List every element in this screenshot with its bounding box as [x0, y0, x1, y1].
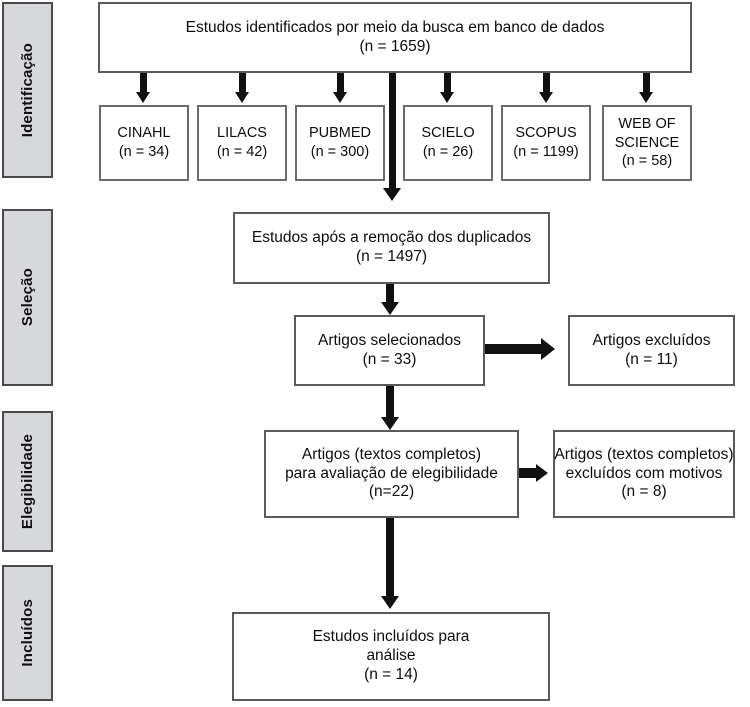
- node-database-web-of-science: WEB OF SCIENCE (n = 58): [602, 105, 692, 181]
- database-name-web-of-science-line1: WEB OF: [618, 115, 676, 132]
- node-after-duplicates-count: (n = 1497): [355, 248, 428, 265]
- arrowhead-identified-to-after-duplicates: [383, 188, 401, 201]
- node-eligibility: Artigos (textos completos) para avaliaçã…: [264, 430, 519, 518]
- node-eligibility-line2: para avaliação de elegibilidade: [285, 464, 498, 482]
- arrowhead-eligibility-to-eligibility-excluded: [536, 464, 548, 482]
- stage-label-selecao: Seleção: [19, 268, 36, 327]
- arrowhead-screened-to-eligibility: [381, 417, 399, 430]
- arrowhead-identified-to-cinahl: [136, 92, 150, 103]
- node-eligibility-excluded-line1: Artigos (textos completos): [554, 445, 734, 463]
- database-name-web-of-science-line2: SCIENCE: [614, 134, 680, 151]
- connector-eligibility-to-included: [386, 518, 394, 597]
- node-identified-count: (n = 1659): [359, 37, 431, 55]
- node-after-duplicates: Estudos após a remoção dos duplicados (n…: [233, 212, 550, 284]
- node-eligibility-excluded-line2: excluídos com motivos: [565, 464, 723, 482]
- stage-label-elegibilidade: Elegibilidade: [19, 433, 36, 530]
- stage-label-incluidos: Incluídos: [19, 599, 36, 667]
- node-included-count: (n = 14): [364, 665, 418, 683]
- node-screened-excluded-line1: Artigos excluídos: [592, 331, 711, 349]
- database-count-scopus: (n = 1199): [513, 144, 579, 160]
- node-database-lilacs: LILACS (n = 42): [197, 105, 287, 181]
- arrowhead-identified-to-scielo: [440, 92, 454, 103]
- database-name-pubmed: PUBMED: [308, 125, 372, 142]
- node-identified-line1: Estudos identificados por meio da busca …: [185, 18, 605, 36]
- node-eligibility-excluded-count: (n = 8): [621, 483, 667, 501]
- node-included: Estudos incluídos para análise (n = 14): [232, 612, 550, 701]
- node-screened-excluded-count: (n = 11): [625, 350, 678, 368]
- arrowhead-identified-to-web-of-science: [639, 92, 653, 103]
- stage-selecao: Seleção: [2, 209, 53, 386]
- arrowhead-eligibility-to-included: [381, 596, 399, 609]
- node-database-pubmed: PUBMED (n = 300): [295, 105, 385, 181]
- node-database-cinahl: CINAHL (n = 34): [99, 105, 189, 181]
- connector-identified-to-scielo: [444, 73, 451, 93]
- connector-identified-to-lilacs: [239, 73, 246, 93]
- node-included-line2: análise: [366, 647, 416, 665]
- database-count-pubmed: (n = 300): [310, 144, 370, 160]
- node-database-scopus: SCOPUS (n = 1199): [501, 105, 591, 181]
- arrowhead-identified-to-lilacs: [235, 92, 249, 103]
- arrowhead-identified-to-scopus: [539, 92, 553, 103]
- connector-identified-to-scopus: [543, 73, 550, 93]
- connector-after-duplicates-to-screened: [386, 284, 394, 303]
- connector-identified-to-pubmed: [337, 73, 344, 93]
- connector-screened-to-eligibility: [386, 386, 394, 418]
- node-screened-excluded: Artigos excluídos (n = 11): [568, 315, 735, 386]
- database-count-lilacs: (n = 42): [216, 144, 268, 160]
- connector-identified-to-web-of-science: [643, 73, 650, 93]
- database-count-cinahl: (n = 34): [118, 144, 170, 160]
- node-database-scielo: SCIELO (n = 26): [403, 105, 493, 181]
- stage-incluidos: Incluídos: [2, 565, 53, 701]
- arrowhead-identified-to-pubmed: [333, 92, 347, 103]
- node-eligibility-excluded: Artigos (textos completos) excluídos com…: [553, 430, 735, 518]
- node-eligibility-line1: Artigos (textos completos): [301, 445, 482, 463]
- database-name-cinahl: CINAHL: [117, 125, 171, 142]
- database-name-scielo: SCIELO: [421, 125, 475, 142]
- database-count-web-of-science: (n = 58): [621, 153, 673, 170]
- node-screened: Artigos selecionados (n = 33): [294, 315, 485, 386]
- database-name-scopus: SCOPUS: [515, 125, 577, 142]
- arrowhead-screened-to-screened-excluded: [541, 338, 555, 360]
- node-identified-studies: Estudos identificados por meio da busca …: [98, 2, 692, 73]
- database-name-lilacs: LILACS: [217, 125, 267, 142]
- stage-identificacao: Identificação: [2, 2, 53, 178]
- stage-elegibilidade: Elegibilidade: [2, 411, 53, 552]
- arrowhead-after-duplicates-to-screened: [381, 302, 399, 315]
- connector-eligibility-to-eligibility-excluded: [519, 468, 537, 478]
- node-after-duplicates-line1: Estudos após a remoção dos duplicados: [251, 229, 532, 247]
- database-count-scielo: (n = 26): [422, 144, 474, 160]
- connector-screened-to-screened-excluded: [485, 344, 542, 354]
- node-included-line1: Estudos incluídos para: [312, 628, 470, 646]
- node-screened-count: (n = 33): [362, 350, 417, 368]
- connector-identified-to-after-duplicates: [389, 73, 396, 189]
- node-eligibility-count: (n=22): [368, 483, 415, 501]
- stage-label-identificacao: Identificação: [19, 42, 36, 138]
- connector-identified-to-cinahl: [140, 73, 147, 93]
- node-screened-line1: Artigos selecionados: [317, 331, 462, 349]
